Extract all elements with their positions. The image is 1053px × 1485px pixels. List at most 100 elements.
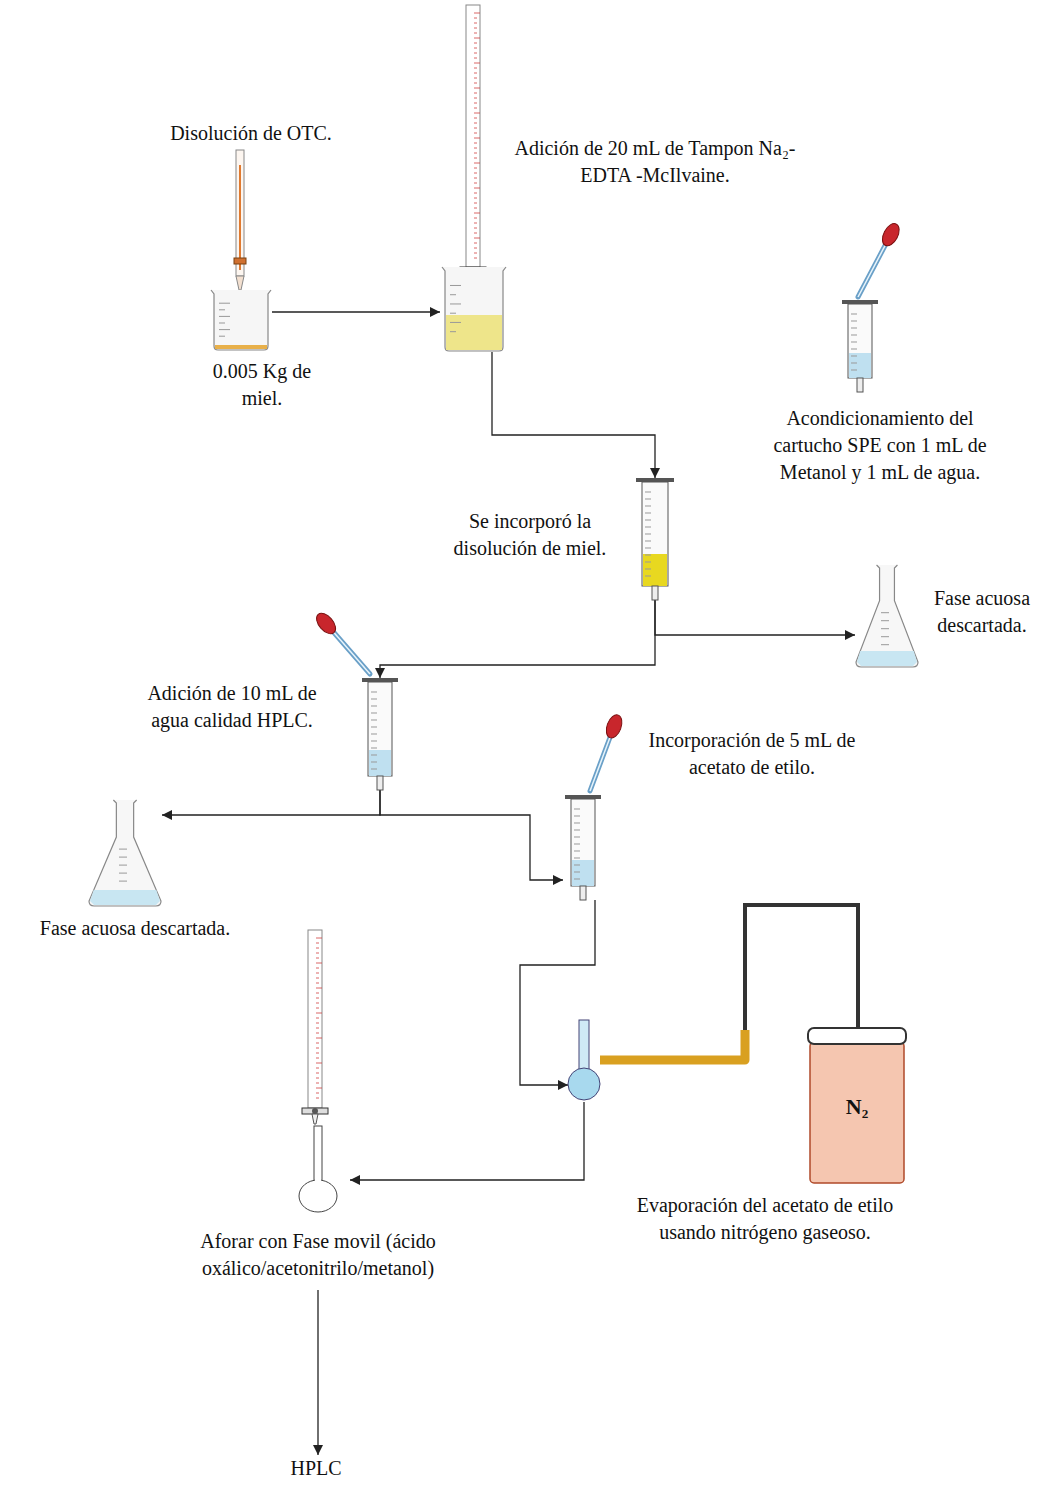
syringe-tick xyxy=(645,492,651,493)
beaker-liquid xyxy=(446,315,502,350)
flask-neck xyxy=(314,1126,322,1184)
flask-neck-join xyxy=(315,1176,321,1184)
beaker-liquid xyxy=(215,345,267,349)
burette-tube xyxy=(466,5,480,267)
syringe-tick xyxy=(371,762,377,763)
burette-tick xyxy=(316,978,319,979)
burette-tick xyxy=(474,113,480,114)
burette-tick xyxy=(474,108,477,109)
beaker-tick xyxy=(219,303,230,304)
step-label: Se incorporó la disolución de miel. xyxy=(430,508,630,562)
burette-tick xyxy=(474,93,477,94)
burette-tick xyxy=(474,243,477,244)
step-label: N₂ xyxy=(827,1092,887,1122)
burette-tick xyxy=(316,1013,322,1014)
syringe-tick xyxy=(851,335,857,336)
syringe-tick xyxy=(574,844,580,845)
burette-tick xyxy=(316,1083,319,1084)
syringe-tick xyxy=(851,314,857,315)
burette-tick xyxy=(316,983,319,984)
step-label: Adición de 10 mL de agua calidad HPLC. xyxy=(135,680,330,734)
syringe-tick xyxy=(371,741,377,742)
rubber-tube xyxy=(600,1030,745,1060)
syringe-tick xyxy=(851,349,857,350)
burette-tube xyxy=(308,930,322,1108)
dropper-glass xyxy=(330,628,370,674)
tank-cap xyxy=(808,1028,906,1044)
syringe-tick xyxy=(645,527,651,528)
burette-tick xyxy=(474,73,477,74)
syringe-tick xyxy=(574,851,580,852)
apparatus-drawing xyxy=(298,930,350,1212)
beaker-glass xyxy=(211,290,271,350)
syringe-tip xyxy=(377,776,383,790)
flask-tick xyxy=(119,881,127,882)
syringe-liquid xyxy=(849,353,871,378)
burette-tick xyxy=(316,1063,322,1064)
syringe-tick xyxy=(851,328,857,329)
step-label: Fase acuosa descartada. xyxy=(922,585,1042,639)
dropper-glass xyxy=(590,732,612,791)
flow-arrow xyxy=(350,1102,584,1180)
flow-arrow xyxy=(492,352,655,478)
waste-flask: Fase acuosa descartada. xyxy=(88,800,162,907)
burette-tick xyxy=(316,948,319,949)
apparatus-drawing xyxy=(634,478,678,600)
syringe-tick xyxy=(371,727,377,728)
beaker-tick xyxy=(450,303,461,304)
dropper-bulb xyxy=(313,610,339,637)
syringe-barrel xyxy=(642,482,668,586)
burette-tick xyxy=(474,23,477,24)
syringe-tick xyxy=(371,699,377,700)
dropper-bulb xyxy=(879,221,903,249)
beaker-with-pipette: Disolución de OTC.0.005 Kg de miel. xyxy=(210,150,272,352)
burette-tick xyxy=(316,943,319,944)
beaker-tick xyxy=(450,322,461,323)
syringe-tick xyxy=(574,830,580,831)
burette-tick xyxy=(474,223,477,224)
flow-arrow xyxy=(162,790,380,815)
syringe-tick xyxy=(371,720,377,721)
burette-tick xyxy=(474,228,477,229)
syringe-tick xyxy=(371,769,377,770)
step-label: Adición de 20 mL de Tampon Na₂-EDTA -McI… xyxy=(508,135,803,189)
burette-tick xyxy=(316,1023,319,1024)
syringe-tick xyxy=(851,321,857,322)
stopcock-knob xyxy=(312,1108,318,1114)
beaker-with-burette: Adición de 20 mL de Tampon Na₂-EDTA -McI… xyxy=(440,5,508,352)
flask-tick xyxy=(119,849,127,850)
dropper-shine xyxy=(858,240,888,297)
connector-group xyxy=(318,1290,319,1455)
syringe-tick xyxy=(574,858,580,859)
burette-tick xyxy=(474,238,480,239)
flask-glass xyxy=(856,565,918,667)
burette-tick xyxy=(316,1068,319,1069)
beaker-tick xyxy=(219,316,230,317)
flow-arrow xyxy=(380,600,655,678)
beaker-tick xyxy=(450,285,461,286)
flask-liquid xyxy=(857,651,917,666)
flow-arrow xyxy=(520,900,595,1085)
syringe-tick xyxy=(851,363,857,364)
syringe-tip xyxy=(652,586,658,600)
syringe-flange xyxy=(636,478,674,482)
burette-tick xyxy=(316,938,322,939)
beaker-tick xyxy=(219,309,225,310)
burette-tick xyxy=(474,143,477,144)
pipette-tube xyxy=(236,150,244,276)
connector-group xyxy=(272,312,440,313)
flask-tick xyxy=(119,857,127,858)
burette-tick xyxy=(316,963,322,964)
syringe-tick xyxy=(574,823,580,824)
apparatus-drawing xyxy=(88,800,162,907)
flask-tick xyxy=(881,636,889,637)
burette-tick xyxy=(316,953,319,954)
beaker-tick xyxy=(450,313,456,314)
dropper-bulb xyxy=(603,713,625,740)
beaker-tick xyxy=(219,323,225,324)
step-label: Incorporación de 5 mL de acetato de etil… xyxy=(647,727,857,781)
syringe-tick xyxy=(574,872,580,873)
syringe-tick xyxy=(645,555,651,556)
